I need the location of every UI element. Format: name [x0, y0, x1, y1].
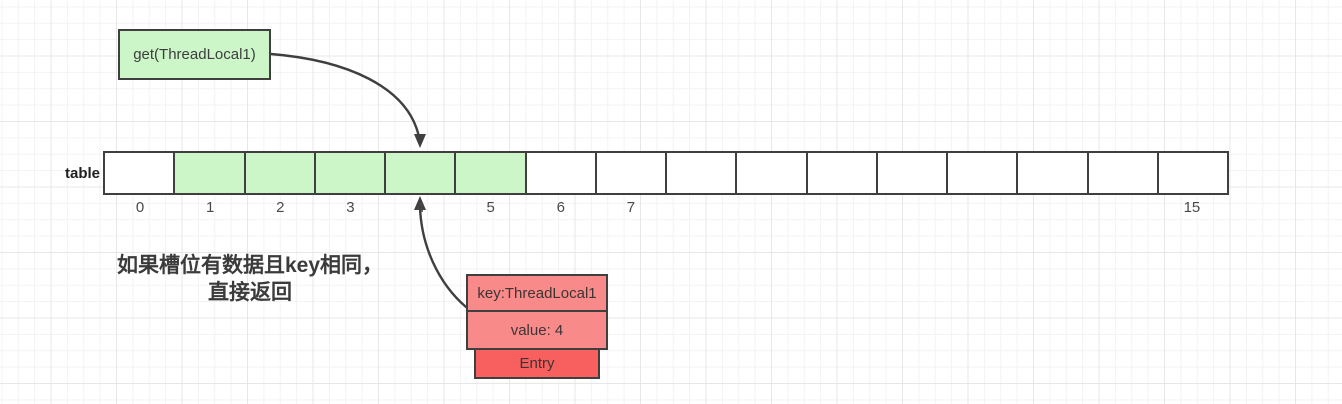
entry-value-label: value: 4 — [510, 321, 564, 339]
index-label-7: 7 — [626, 199, 636, 216]
index-label-2: 2 — [276, 199, 285, 216]
entry-name-label: Entry — [519, 355, 555, 372]
table-cell-4 — [386, 153, 457, 193]
annotation-line1: 如果槽位有数据且key相同， — [116, 254, 384, 277]
index-label-6: 6 — [556, 199, 565, 216]
table-cell-1 — [175, 153, 246, 193]
table-cell-15 — [1159, 153, 1227, 193]
table-cell-5 — [456, 153, 527, 193]
annotation-text: 如果槽位有数据且key相同， 直接返回 — [100, 252, 400, 306]
table-cell-6 — [527, 153, 597, 193]
table-cell-2 — [245, 153, 316, 193]
annotation-line2: 直接返回 — [208, 281, 292, 304]
get-threadlocal-label: get(ThreadLocal1) — [133, 46, 256, 63]
index-label-4: 4 — [416, 199, 425, 216]
index-label-5: 5 — [486, 199, 495, 216]
table-label: table — [64, 165, 100, 182]
table-cell-9 — [737, 153, 808, 193]
index-label-0: 0 — [135, 199, 145, 216]
arrowhead-down-icon — [414, 134, 426, 148]
entry-key-box: key:ThreadLocal1 — [466, 274, 608, 312]
index-label-3: 3 — [346, 199, 355, 216]
hash-table — [103, 151, 1229, 195]
entry-name-box: Entry — [474, 348, 600, 379]
index-label-15: 15 — [1183, 199, 1201, 216]
table-cell-13 — [1018, 153, 1089, 193]
table-cell-10 — [808, 153, 878, 193]
table-cell-8 — [667, 153, 738, 193]
entry-key-label: key:ThreadLocal1 — [477, 284, 597, 302]
table-cell-3 — [315, 153, 386, 193]
table-cell-0 — [105, 153, 176, 193]
entry-value-box: value: 4 — [466, 310, 608, 350]
table-cell-11 — [878, 153, 948, 193]
table-cell-12 — [948, 153, 1019, 193]
arrow-get-to-slot4 — [269, 52, 426, 148]
get-threadlocal-box: get(ThreadLocal1) — [118, 29, 271, 80]
table-cell-7 — [597, 153, 667, 193]
table-cell-14 — [1089, 153, 1159, 193]
index-label-1: 1 — [206, 199, 215, 216]
